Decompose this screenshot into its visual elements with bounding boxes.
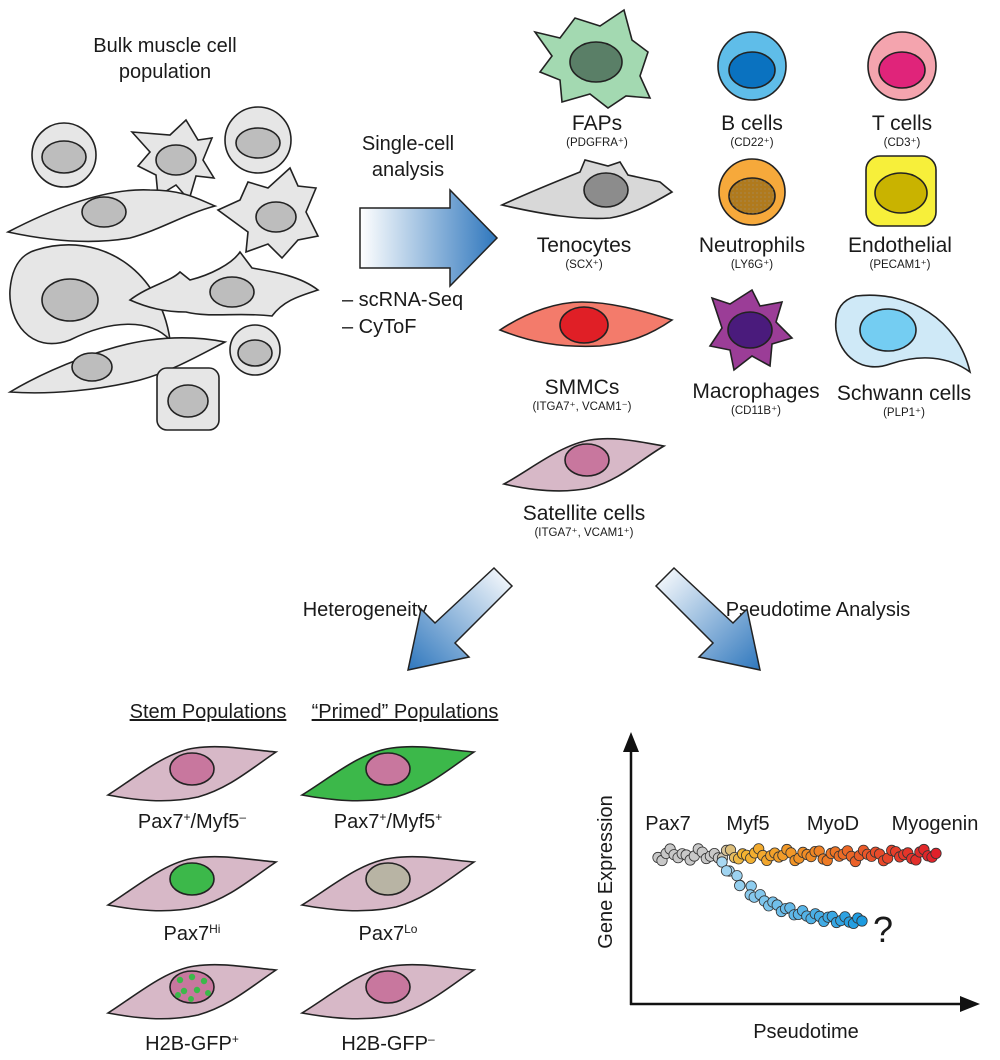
- bulk-flat-cell: [128, 250, 320, 317]
- pseudotime-chart: Gene Expression Pseudotime Pax7 Myf5 Myo…: [595, 732, 980, 1043]
- trajectory-dot: [930, 847, 942, 860]
- primed-header: “Primed” Populations: [312, 701, 499, 723]
- cell-type-marker: (ITGA7⁺, VCAM1⁻): [532, 401, 631, 413]
- chart-x-arrowhead: [960, 996, 980, 1012]
- cell-type-schwann-cells: Schwann cells (PLP1⁺): [834, 294, 972, 419]
- cell-type-faps: FAPs (PDGFRA⁺): [533, 8, 652, 149]
- branch-arrow-right: [654, 566, 761, 671]
- cell-type-name: Schwann cells: [837, 382, 971, 405]
- stem-label-3: H2B-GFP+: [145, 1032, 239, 1055]
- cell-type-name: B cells: [721, 112, 783, 135]
- cell-type-marker: (PLP1⁺): [883, 407, 925, 419]
- bulk-spindle-cell-2: [7, 337, 228, 394]
- primed-cell-pax7lo: [299, 855, 477, 912]
- bulk-round-cell: [31, 122, 97, 188]
- cell-type-name: Satellite cells: [523, 502, 646, 525]
- cell-type-t-cells: T cells (CD3⁺): [867, 31, 937, 149]
- stem-label-1: Pax7+/Myf5–: [138, 810, 247, 833]
- cell-type-marker: (CD3⁺): [884, 137, 921, 149]
- cell-type-macrophages: Macrophages (CD11B⁺): [692, 288, 820, 417]
- cell-type-marker: (CD11B⁺): [731, 405, 781, 417]
- chart-xlabel: Pseudotime: [753, 1021, 859, 1043]
- cell-type-marker: (PECAM1⁺): [869, 259, 930, 271]
- gfp-dots: [175, 973, 211, 1002]
- analysis-arrow-group: Single-cell analysis – scRNA-Seq – CyToF: [342, 133, 499, 338]
- stem-header: Stem Populations: [130, 701, 287, 723]
- trajectory-dot: [716, 856, 728, 868]
- cell-type-smmcs: SMMCs (ITGA7⁺, VCAM1⁻): [498, 301, 674, 413]
- bulk-title-line2: population: [119, 61, 211, 83]
- cell-type-endothelial: Endothelial (PECAM1⁺): [848, 155, 952, 271]
- stem-cell-pax7pos-myf5neg: [105, 745, 279, 802]
- cell-type-name: SMMCs: [545, 376, 620, 399]
- bulk-round-cell-2: [224, 106, 292, 174]
- cell-type-name: Neutrophils: [699, 234, 805, 257]
- gene-label-pax7: Pax7: [645, 813, 691, 835]
- branch-label-heterogeneity: Heterogeneity: [303, 599, 428, 621]
- bulk-stellate-cell: [130, 118, 216, 202]
- bulk-title-line1: Bulk muscle cell: [93, 35, 236, 57]
- cell-type-neutrophils: Neutrophils (LY6G⁺): [699, 158, 805, 271]
- stem-label-2: Pax7Hi: [164, 922, 221, 945]
- primed-cell-h2b-gfp-neg: [299, 963, 477, 1020]
- populations-section: Stem Populations “Primed” Populations Pa…: [105, 701, 499, 1055]
- branch-label-pseudotime: Pseudotime Analysis: [726, 599, 911, 621]
- method-cytof: – CyToF: [342, 316, 416, 338]
- cell-type-name: Tenocytes: [537, 234, 632, 257]
- cell-type-name: Macrophages: [692, 380, 819, 403]
- trajectory-dot: [734, 879, 746, 892]
- cell-type-name: T cells: [872, 112, 932, 135]
- bulk-round-cell-3: [229, 324, 281, 376]
- trajectory-dot: [731, 870, 743, 882]
- lower-trajectory: [716, 856, 868, 930]
- branch-arrow-left: [407, 566, 514, 671]
- upper-trajectory: [652, 843, 942, 868]
- primed-label-1: Pax7+/Myf5+: [334, 810, 443, 833]
- cell-type-b-cells: B cells (CD22⁺): [717, 31, 787, 149]
- gene-label-myod: MyoD: [807, 813, 859, 835]
- gene-label-myf5: Myf5: [726, 813, 769, 835]
- bulk-irregular-cell: [216, 166, 320, 260]
- cell-type-marker: (SCX⁺): [565, 259, 603, 271]
- branch-right: Pseudotime Analysis: [654, 566, 911, 671]
- bulk-square-cell: [156, 367, 220, 431]
- gene-label-myogenin: Myogenin: [892, 813, 979, 835]
- bulk-crescent-cell: [9, 244, 172, 345]
- analysis-label-line2: analysis: [372, 159, 444, 181]
- analysis-label-line1: Single-cell: [362, 133, 454, 155]
- primed-label-3: H2B-GFP–: [341, 1032, 435, 1055]
- cell-type-marker: (PDGFRA⁺): [566, 137, 628, 149]
- method-scrnaseq: – scRNA-Seq: [342, 289, 463, 311]
- cell-type-tenocytes: Tenocytes (SCX⁺): [499, 159, 674, 271]
- stem-cell-h2b-gfp-pos: [105, 963, 279, 1020]
- cell-type-marker: (ITGA7⁺, VCAM1⁺): [534, 527, 633, 539]
- bulk-population: Bulk muscle cell population: [5, 35, 320, 431]
- trajectory-dot: [720, 865, 733, 877]
- question-mark: ?: [873, 909, 893, 950]
- trajectory-dot: [856, 915, 868, 927]
- cell-type-satellite-cells: Satellite cells (ITGA7⁺, VCAM1⁺): [501, 437, 667, 539]
- cell-type-name: Endothelial: [848, 234, 952, 257]
- bulk-spindle-cell: [5, 189, 218, 243]
- cell-type-marker: (CD22⁺): [730, 137, 773, 149]
- primed-cell-pax7pos-myf5pos: [299, 745, 477, 802]
- chart-ylabel: Gene Expression: [595, 795, 617, 948]
- cell-type-marker: (LY6G⁺): [731, 259, 773, 271]
- branch-left: Heterogeneity: [303, 566, 514, 671]
- cell-type-name: FAPs: [572, 112, 622, 135]
- stem-cell-pax7hi: [105, 855, 279, 912]
- analysis-arrow: [359, 188, 499, 288]
- chart-y-arrowhead: [623, 732, 639, 752]
- primed-label-2: Pax7Lo: [359, 922, 418, 945]
